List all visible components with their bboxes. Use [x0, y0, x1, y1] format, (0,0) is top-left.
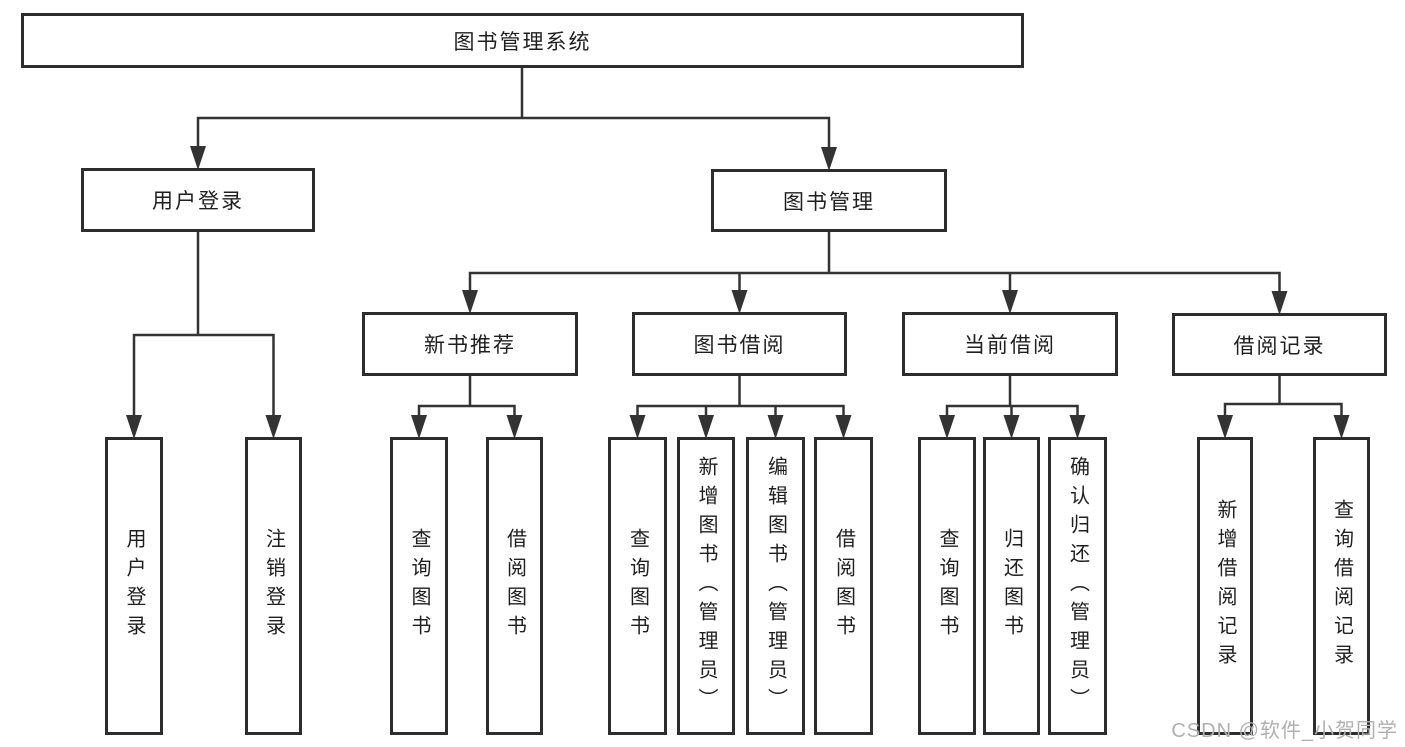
node-label: 图书借阅 [693, 334, 786, 357]
connector-userlogin-to-leaves [126, 232, 282, 439]
node-user-login: 用户登录 [81, 168, 315, 232]
node-book-borrow: 图书借阅 [632, 312, 847, 376]
node-label: 图书管理 [783, 190, 875, 214]
leaf-user-login: 用户登录 [105, 437, 163, 735]
leaf-borrow-add-books-admin: 新增图书（管理员） [677, 437, 735, 735]
leaf-label: 用户登录 [123, 528, 145, 644]
connector-bookmgmt-to-level3 [462, 232, 1288, 315]
leaf-borrow-borrow-books: 借阅图书 [814, 437, 873, 735]
node-borrow-record: 借阅记录 [1172, 313, 1387, 376]
leaf-label: 查询借阅记录 [1330, 499, 1353, 673]
node-label: 图书管理系统 [453, 30, 592, 54]
leaf-label: 新增图书（管理员） [695, 455, 717, 717]
leaf-label: 查询图书 [408, 528, 430, 644]
leaf-current-return-books: 归还图书 [983, 437, 1040, 735]
node-label: 当前借阅 [964, 334, 1056, 357]
node-library-system: 图书管理系统 [21, 13, 1024, 68]
leaf-label: 借阅图书 [832, 528, 855, 644]
node-new-book-recommend: 新书推荐 [362, 312, 578, 376]
leaf-label: 查询图书 [626, 528, 649, 644]
arrowhead-icon [629, 415, 852, 439]
leaf-label: 注销登录 [262, 528, 285, 644]
leaf-current-query-books: 查询图书 [918, 437, 976, 735]
leaf-label: 确认归还（管理员） [1066, 455, 1089, 717]
node-book-management: 图书管理 [711, 169, 947, 232]
node-label: 新书推荐 [424, 334, 516, 357]
connector-bookborrow-to-leaves [629, 375, 852, 439]
leaf-recommend-query-books: 查询图书 [390, 437, 448, 735]
leaf-label: 归还图书 [1000, 528, 1023, 644]
leaf-label: 查询图书 [936, 528, 958, 644]
node-label: 借阅记录 [1233, 334, 1326, 358]
leaf-borrow-edit-books-admin: 编辑图书（管理员） [746, 437, 805, 735]
connector-root-to-level2 [190, 67, 837, 171]
arrowhead-icon [411, 415, 523, 439]
connector-currentborrow-to-leaves [939, 375, 1086, 439]
node-label: 用户登录 [152, 190, 244, 213]
leaf-record-add-borrow-record: 新增借阅记录 [1197, 437, 1253, 735]
arrowhead-icon [126, 415, 282, 439]
leaf-record-query-borrow-record: 查询借阅记录 [1313, 437, 1370, 735]
leaf-borrow-query-books: 查询图书 [608, 437, 667, 735]
leaf-current-confirm-return-admin: 确认归还（管理员） [1048, 437, 1107, 735]
leaf-label: 编辑图书（管理员） [764, 455, 787, 717]
arrowhead-icon [1217, 415, 1350, 439]
leaf-logout: 注销登录 [245, 437, 302, 735]
arrowhead-icon [939, 415, 1086, 439]
connector-borrowrecord-to-leaves [1217, 376, 1350, 439]
leaf-recommend-borrow-books: 借阅图书 [486, 437, 543, 735]
arrowhead-icon [462, 290, 1288, 315]
leaf-label: 借阅图书 [503, 528, 526, 644]
node-current-borrow: 当前借阅 [902, 312, 1118, 376]
csdn-watermark: CSDN @软件_小贺同学 [1171, 720, 1398, 742]
leaf-label: 新增借阅记录 [1214, 499, 1236, 673]
connector-newbookrec-to-leaves [411, 375, 523, 439]
